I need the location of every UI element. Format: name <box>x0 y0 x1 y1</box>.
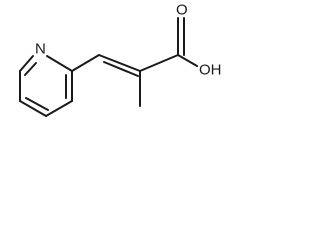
bond-ring-to-vinyl <box>71 54 100 72</box>
bond-vinyl-alkene <box>98 54 141 72</box>
hydroxyl-label: OH <box>199 62 222 79</box>
bond-c-oh <box>177 54 198 67</box>
chemical-structure: N O OH <box>19 2 222 117</box>
bond-c6-n <box>19 55 34 72</box>
pyridine-ring <box>19 55 73 117</box>
ring-double-bond-3 <box>24 62 37 76</box>
bond-c4-c5 <box>19 100 47 117</box>
ring-double-bond-2 <box>25 97 49 111</box>
ring-nitrogen-label: N <box>35 41 46 58</box>
bond-vinyl-alkene-double <box>103 61 139 77</box>
bond-n-c2 <box>46 55 73 72</box>
carbonyl-oxygen-label: O <box>176 2 188 19</box>
bond-to-carboxyl <box>139 54 179 72</box>
bond-c3-c4 <box>45 100 73 117</box>
